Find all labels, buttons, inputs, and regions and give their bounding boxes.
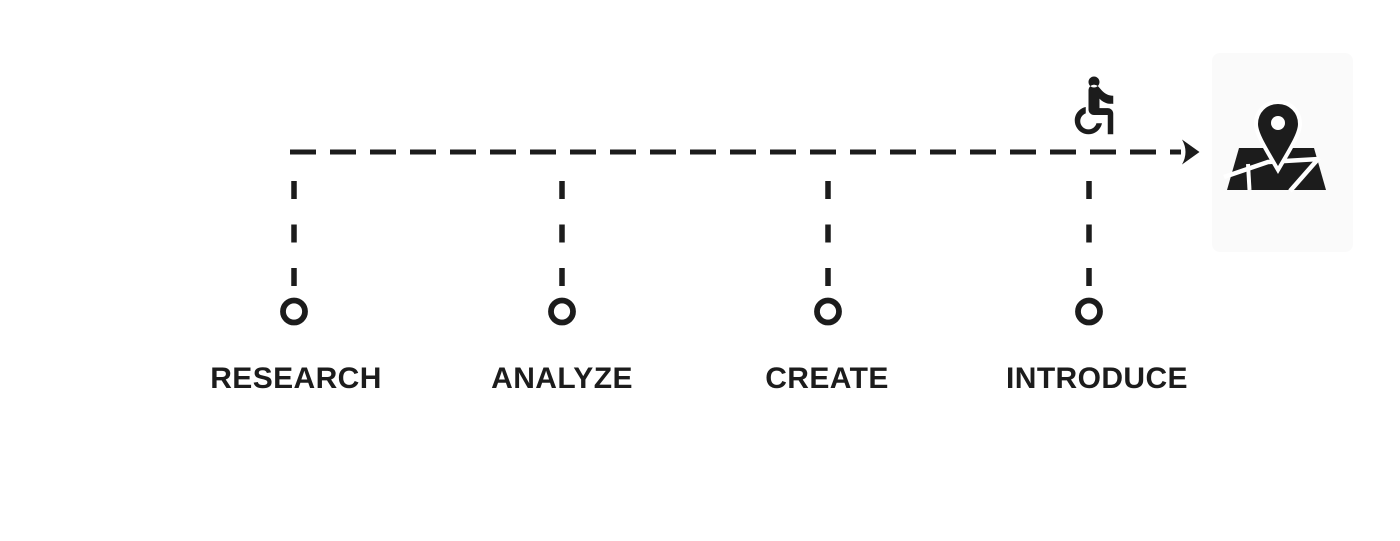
map-fold-left [1246,163,1252,191]
stage-node-3 [814,297,842,326]
arrowhead-icon [1182,139,1200,165]
map-pin [1253,100,1303,174]
stage-node-2 [548,297,576,326]
wheelchair-icon-glyph [1074,76,1114,135]
stage-label-analyze: ANALYZE [491,362,633,395]
map-icon [1223,100,1330,194]
stage-label-introduce: INTRODUCE [1006,362,1188,395]
stage-node-4 [1075,297,1103,326]
wheelchair-icon [1061,70,1127,138]
map-pin-hole [1271,116,1285,130]
stage-label-create: CREATE [765,362,889,395]
map-card [1212,53,1353,252]
map-road-long [1223,156,1320,180]
map-road-right [1288,156,1321,193]
stage-label-research: RESEARCH [210,362,382,395]
stage-node-1 [280,297,308,326]
